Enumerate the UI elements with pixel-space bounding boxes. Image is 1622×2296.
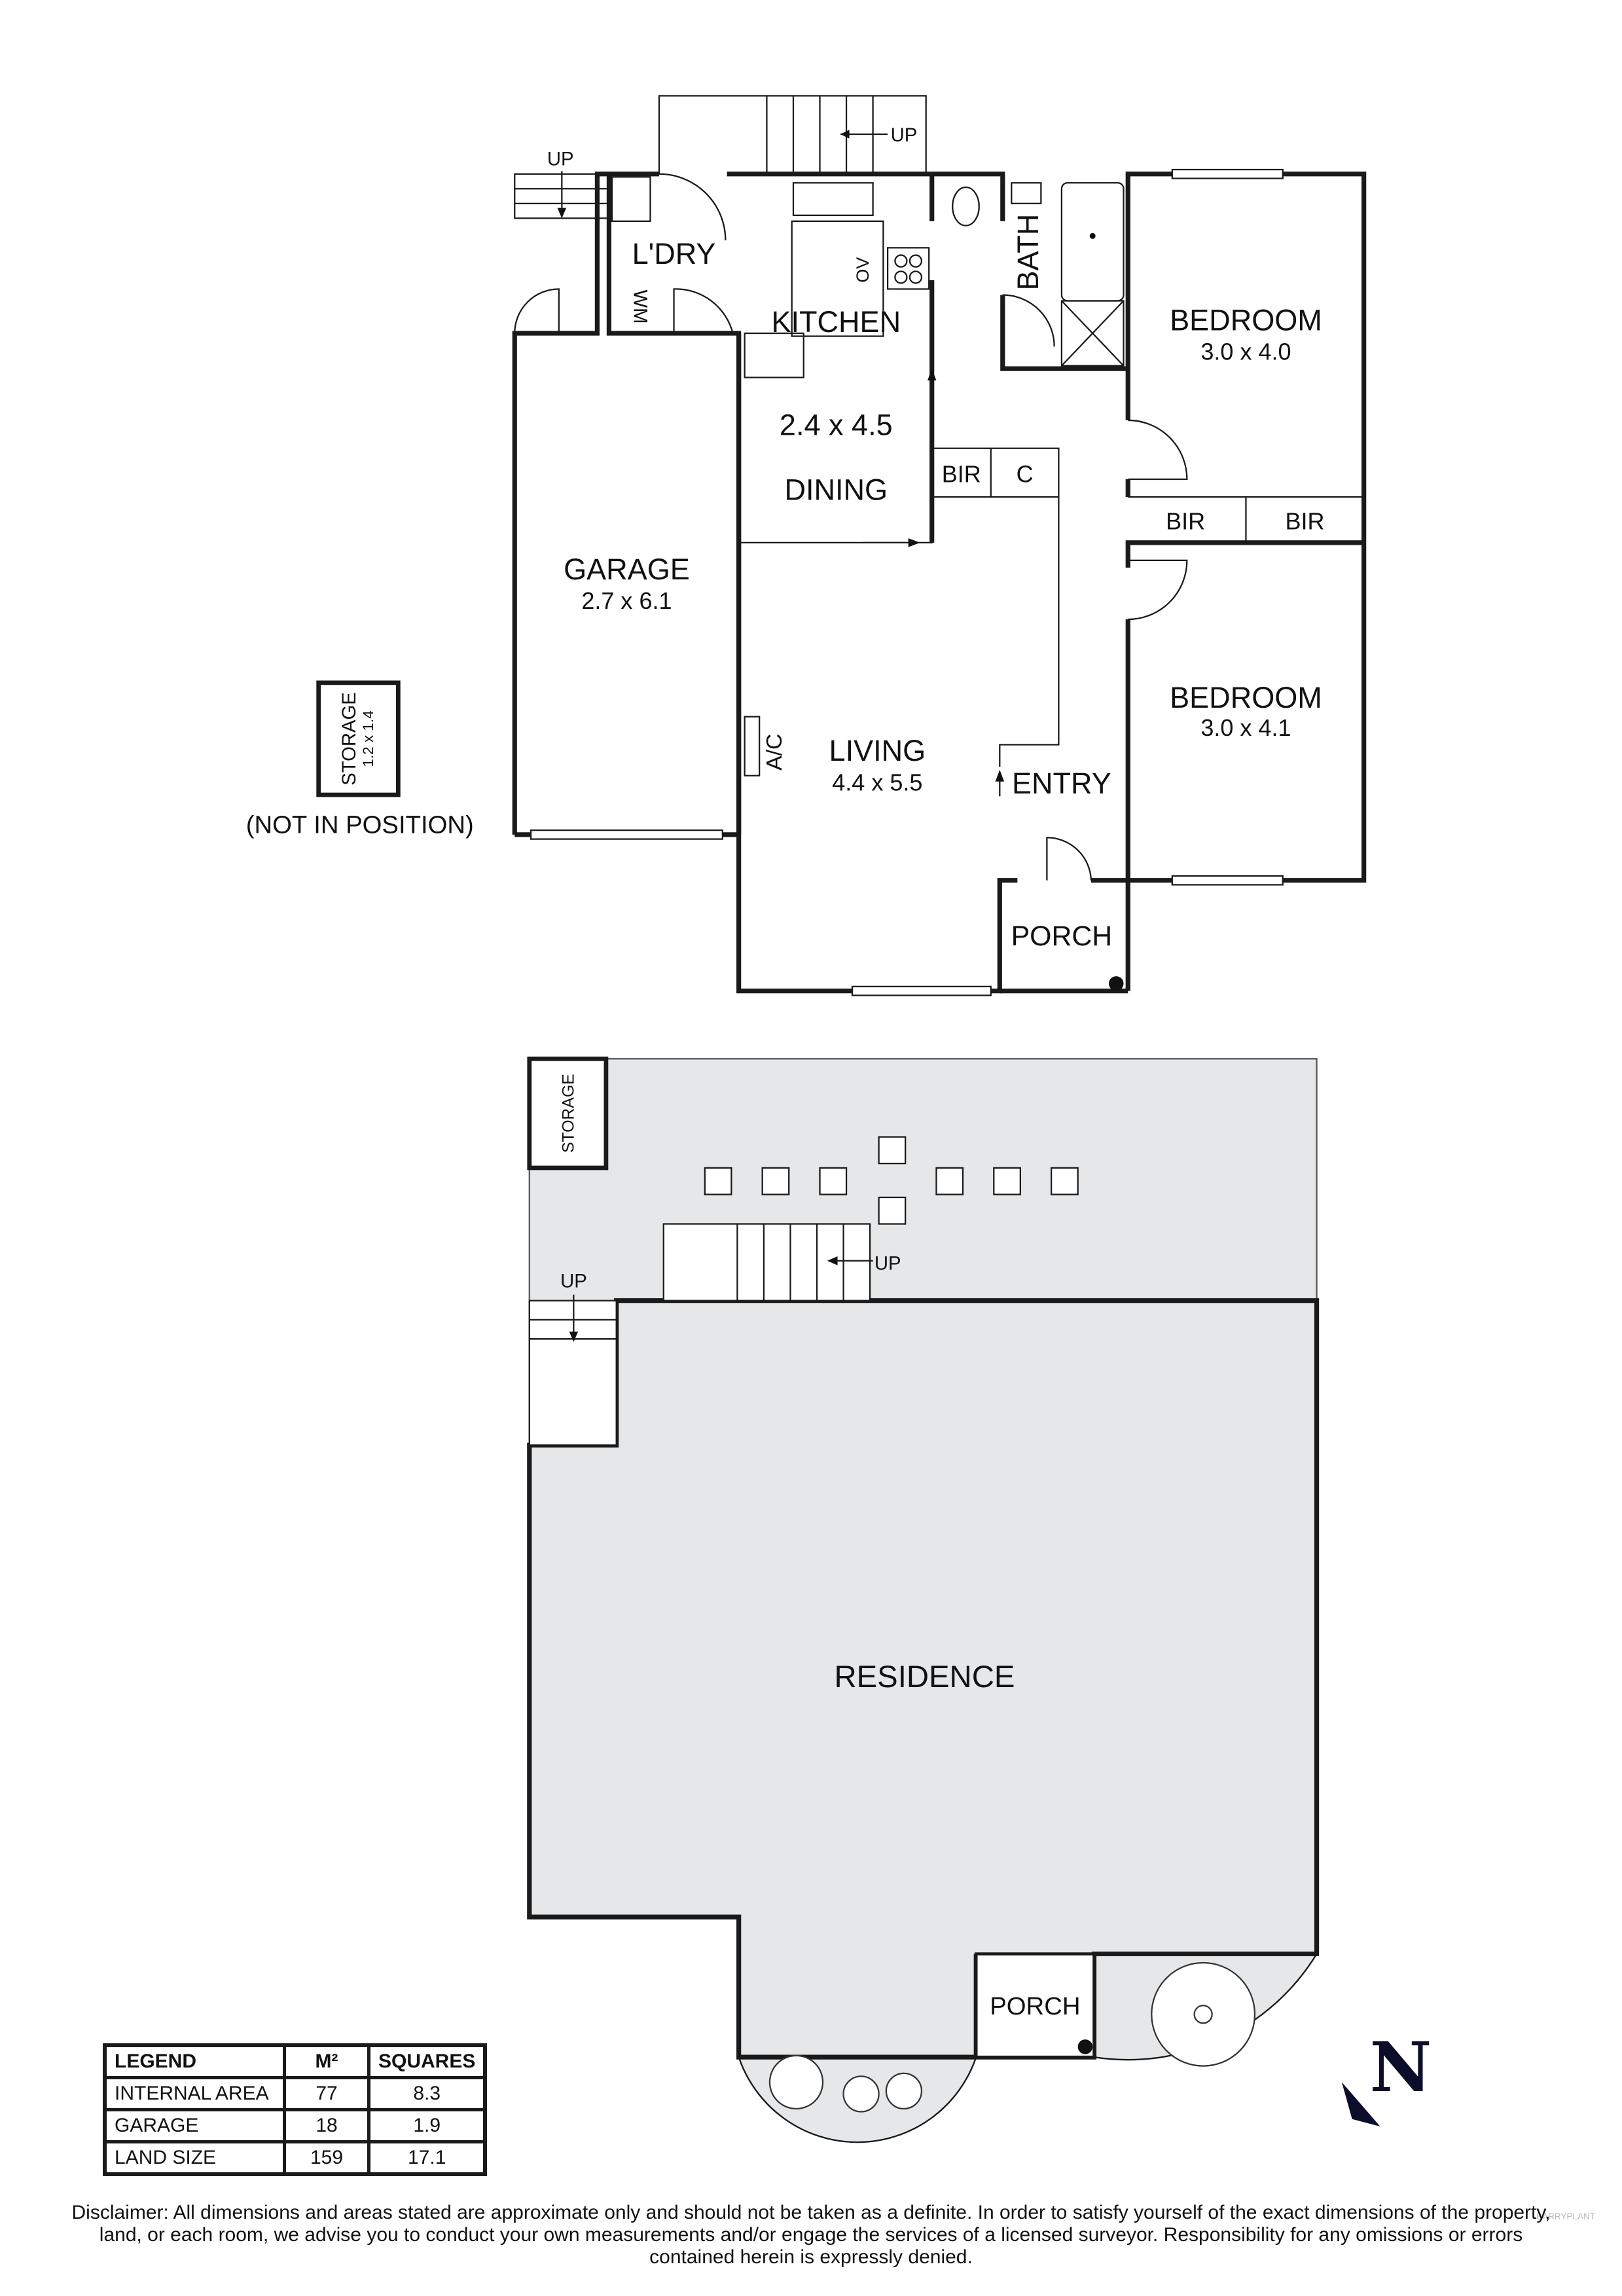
bedroom1-label: BEDROOM (1170, 304, 1322, 337)
kitchen-label: KITCHEN (771, 305, 901, 338)
site-storage-label: STORAGE (560, 1074, 577, 1153)
garage-label: GARAGE (564, 553, 690, 586)
watermark: BARRYPLANT (1536, 2212, 1595, 2221)
washing-machine-label: WM (630, 289, 651, 323)
legend-row: INTERNAL AREA 77 8.3 (103, 2076, 487, 2111)
entry-label: ENTRY (1012, 767, 1111, 800)
toilet-icon (952, 186, 980, 227)
kitchen-dining-size: 2.4 x 4.5 (780, 408, 893, 441)
bedroom2-size: 3.0 x 4.1 (1200, 714, 1291, 741)
bathtub-icon (1060, 182, 1125, 302)
site-plan: STORAGE UP UP RESIDENCE PORCH (527, 1056, 1320, 2143)
legend-cell: GARAGE (103, 2108, 286, 2143)
oven-label: OV (853, 257, 873, 283)
site-porch-label: PORCH (990, 1992, 1080, 2020)
storage-box (316, 680, 401, 797)
legend-cell: 8.3 (367, 2076, 487, 2111)
north-arrow-icon: N (1341, 2028, 1432, 2126)
laundry-trough-icon (611, 176, 651, 222)
pavers (704, 1136, 1079, 1225)
kitchen-sink-icon (792, 182, 874, 216)
laundry-label: L'DRY (632, 237, 716, 270)
garage-size: 2.7 x 6.1 (581, 587, 672, 614)
stairs-up-label-left: UP (547, 148, 574, 170)
bedroom2-label: BEDROOM (1170, 681, 1322, 714)
living-size: 4.4 x 5.5 (832, 769, 922, 795)
legend-cell: LAND SIZE (103, 2140, 286, 2176)
residence-label: RESIDENCE (834, 1660, 1015, 1694)
bir1-label: BIR (942, 461, 981, 488)
north-label: N (1370, 2028, 1432, 2107)
living-label: LIVING (829, 734, 926, 767)
legend-cell: 77 (283, 2076, 370, 2111)
cooktop-icon (886, 247, 930, 290)
legend-table: LEGEND M² SQUARES INTERNAL AREA 77 8.3 G… (103, 2043, 488, 2176)
site-stairs-up-label: UP (874, 1252, 901, 1274)
legend-cell: 1.9 (367, 2108, 487, 2143)
storage-note: (NOT IN POSITION) (246, 811, 474, 839)
site-stairs-up-label-left: UP (560, 1270, 587, 1292)
legend-cell: 159 (283, 2140, 370, 2176)
shower-icon (1060, 300, 1125, 367)
storage-size: 1.2 x 1.4 (360, 710, 376, 767)
legend-cell: INTERNAL AREA (103, 2076, 286, 2111)
ground-floor-plan: UP UP (246, 95, 1367, 996)
dining-label: DINING (784, 473, 888, 507)
stairs-top (658, 95, 927, 174)
legend-cell: 18 (283, 2108, 370, 2143)
legend-header: M² (283, 2043, 370, 2079)
stairs-up-label: UP (891, 124, 918, 146)
bath-label: BATH (1011, 214, 1045, 291)
legend-row: LAND SIZE 159 17.1 (103, 2140, 487, 2176)
porch-label: PORCH (1011, 920, 1113, 952)
legend-header: SQUARES (367, 2043, 487, 2079)
legend-row: GARAGE 18 1.9 (103, 2108, 487, 2143)
bir2-label: BIR (1166, 508, 1205, 535)
bedroom1-size: 3.0 x 4.0 (1200, 338, 1291, 365)
legend-header-row: LEGEND M² SQUARES (103, 2043, 487, 2079)
bir3-label: BIR (1286, 508, 1325, 535)
site-stairs (528, 1223, 873, 1446)
legend-cell: 17.1 (367, 2140, 487, 2176)
linen-cupboard-label: C (1017, 461, 1034, 488)
disclaimer: Disclaimer: All dimensions and areas sta… (71, 2202, 1551, 2268)
legend-header: LEGEND (103, 2043, 286, 2079)
air-conditioner-icon (744, 716, 761, 776)
storage-label: STORAGE (338, 692, 360, 786)
tree-icon (768, 1961, 1256, 2113)
ac-label: A/C (762, 734, 787, 771)
